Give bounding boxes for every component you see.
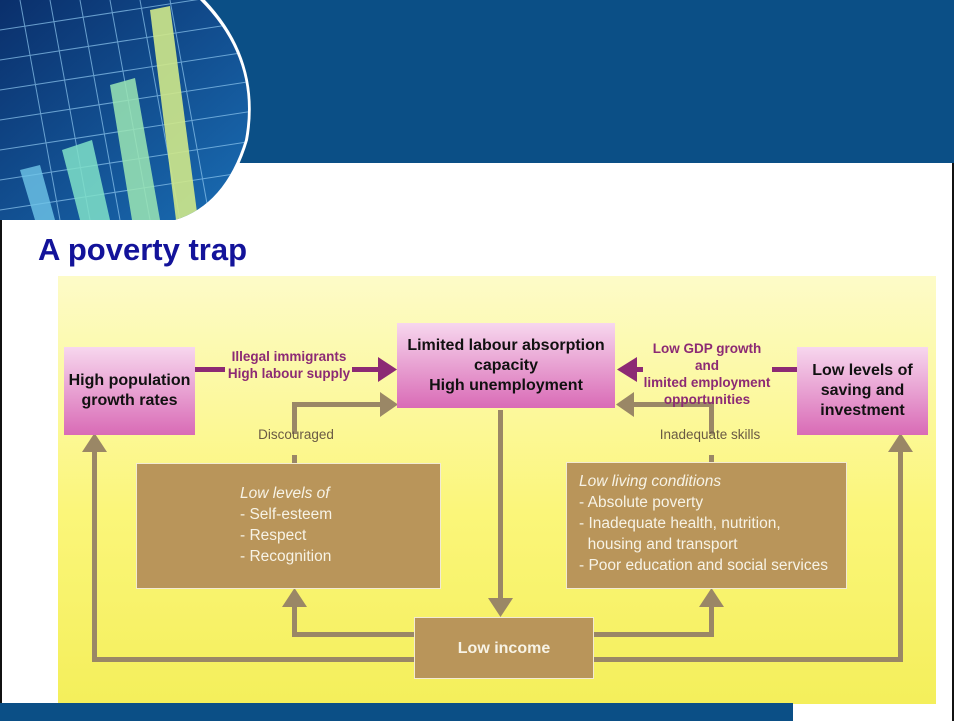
arrow-discouraged	[292, 455, 297, 465]
bar-chart-logo-icon	[0, 0, 251, 220]
label-low-gdp-growth: Low GDP growth and limited employment op…	[643, 341, 771, 407]
arrow-population-to-center	[195, 367, 225, 372]
arrow-income-to-saving	[594, 657, 903, 662]
arrow-center-to-income	[498, 410, 503, 600]
arrow-income-to-population	[92, 657, 414, 662]
arrow-income-to-esteem	[292, 632, 414, 637]
footer-band	[0, 703, 793, 721]
page-title: A poverty trap	[38, 232, 248, 267]
node-limited-labour-absorption: Limited labour absorption capacity High …	[397, 323, 615, 408]
arrow-saving-to-center	[635, 367, 643, 372]
node-low-living-conditions: Low living conditions - Absolute poverty…	[566, 462, 847, 589]
node-low-income: Low income	[414, 617, 594, 679]
label-inadequate-skills: Inadequate skills	[659, 427, 761, 442]
arrow-inadequate-skills	[709, 455, 714, 465]
node-low-saving-investment: Low levels of saving and investment	[797, 347, 928, 435]
label-illegal-immigrants: Illegal immigrants High labour supply	[227, 349, 351, 381]
node-high-population-growth: High population growth rates	[64, 347, 195, 435]
node-low-self-esteem: Low levels of - Self-esteem - Respect - …	[136, 463, 441, 589]
label-discouraged: Discouraged	[258, 427, 334, 442]
arrow-income-to-living	[594, 632, 714, 637]
